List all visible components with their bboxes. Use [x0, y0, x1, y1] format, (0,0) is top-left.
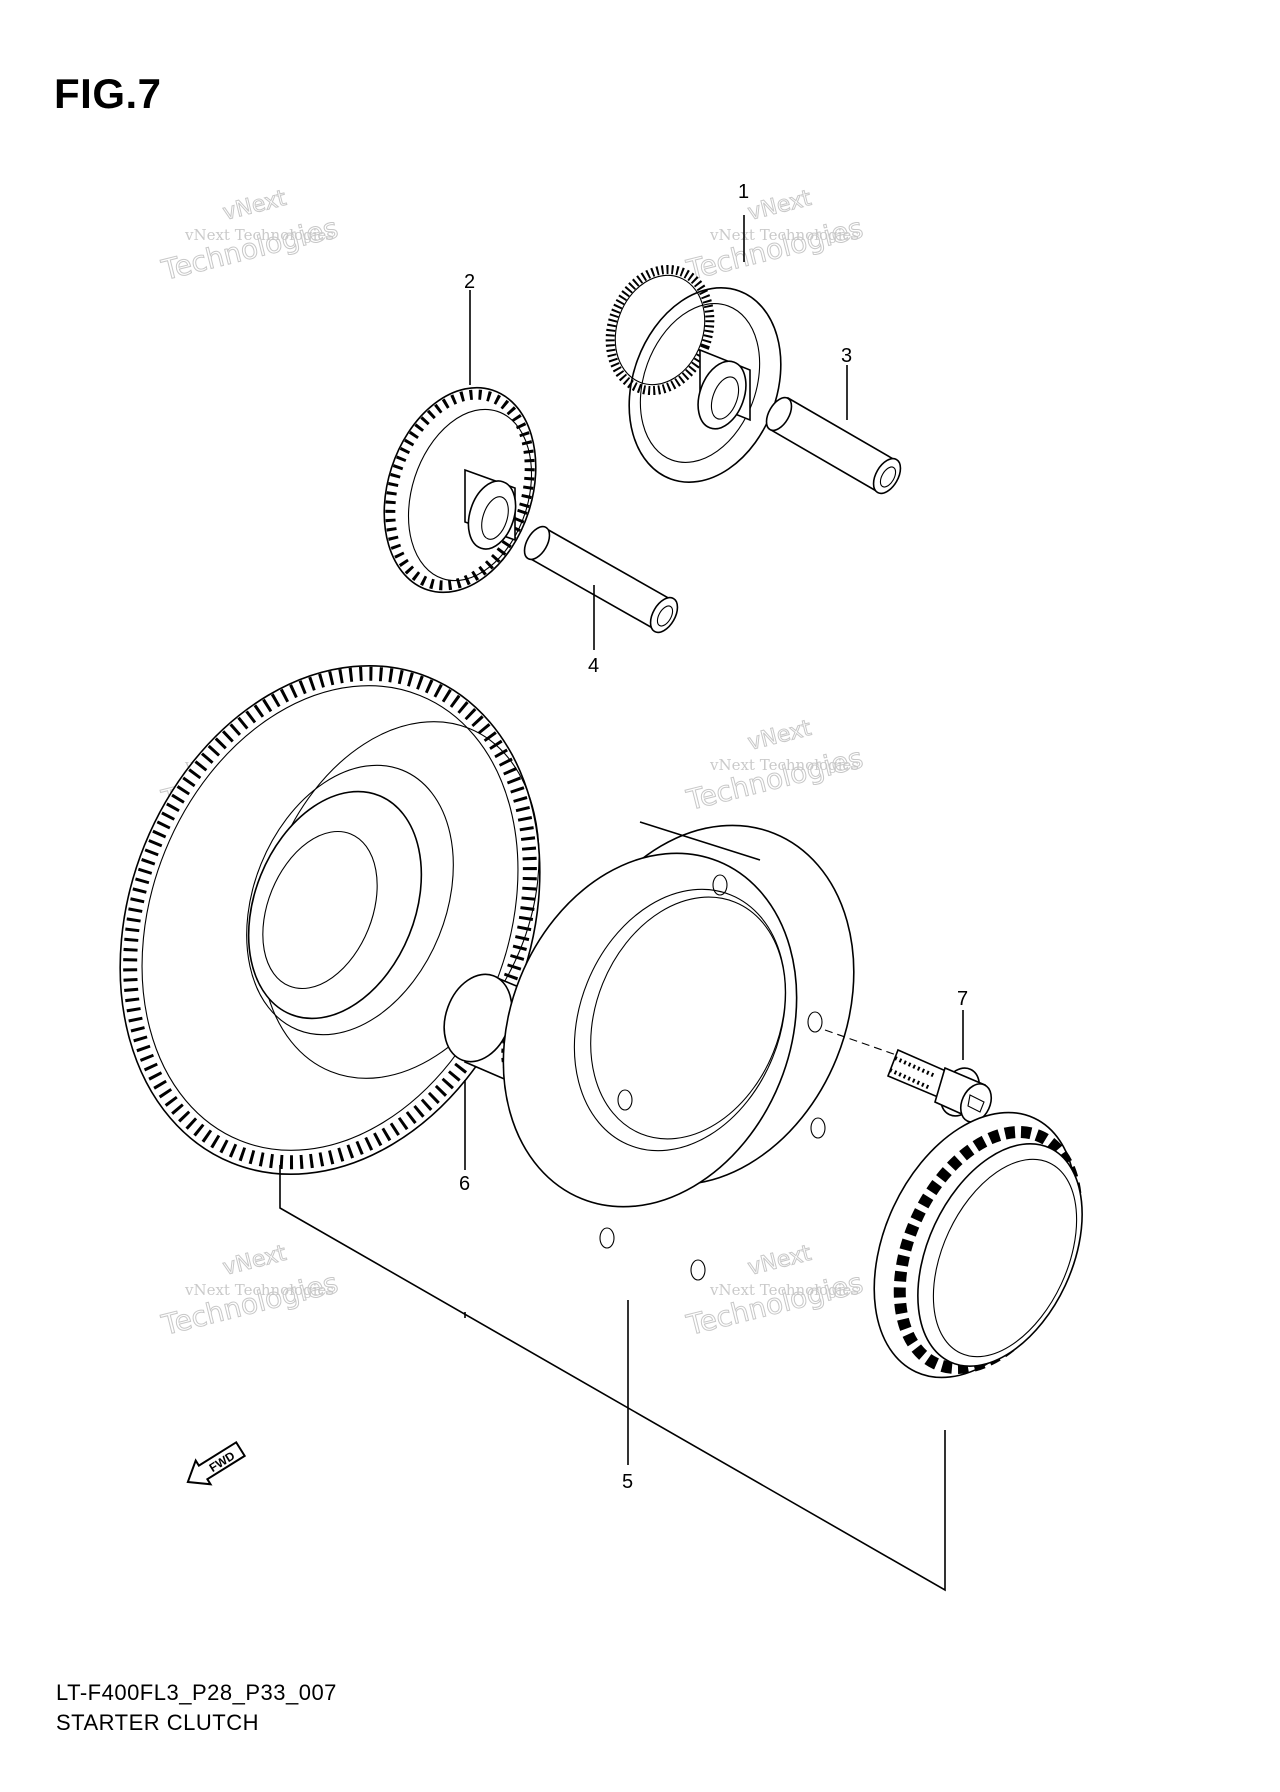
- svg-text:vNext: vNext: [220, 1241, 289, 1281]
- watermark: vNext vNext Technologies Technologies: [682, 185, 866, 287]
- svg-text:vNext Technologies: vNext Technologies: [709, 756, 859, 774]
- part-3-shaft: [765, 396, 902, 495]
- svg-text:vNext: vNext: [220, 186, 289, 226]
- callout-1: 1: [738, 181, 749, 203]
- svg-text:vNext Technologies: vNext Technologies: [709, 1281, 859, 1299]
- callout-2: 2: [464, 271, 475, 293]
- svg-text:Technologies: Technologies: [158, 1266, 341, 1342]
- one-way-clutch: [873, 1111, 1083, 1379]
- diagram-name: STARTER CLUTCH: [56, 1710, 259, 1735]
- svg-text:vNext Technologies: vNext Technologies: [184, 1281, 334, 1299]
- watermark: vNext vNext Technologies Technologies: [157, 185, 341, 287]
- svg-text:Technologies: Technologies: [683, 211, 866, 287]
- part-1-idle-gear: [605, 264, 782, 483]
- callouts: 1 2 3 4 5 6 7: [459, 181, 968, 1493]
- svg-text:vNext: vNext: [745, 1241, 814, 1281]
- part-2-gear: [383, 386, 537, 594]
- svg-text:Technologies: Technologies: [158, 211, 341, 287]
- watermark: vNext vNext Technologies Technologies: [682, 1240, 866, 1342]
- figure-title: FIG.7: [54, 70, 162, 117]
- leader-lines: [279, 215, 964, 1592]
- fwd-arrow-icon: FWD: [186, 1440, 247, 1486]
- part-4-shaft: [523, 525, 679, 634]
- watermark: vNext vNext Technologies Technologies: [682, 715, 866, 817]
- callout-7: 7: [957, 988, 968, 1010]
- callout-3: 3: [841, 345, 852, 367]
- watermark: vNext vNext Technologies Technologies: [157, 1240, 341, 1342]
- svg-text:vNext Technologies: vNext Technologies: [709, 226, 859, 244]
- svg-text:vNext: vNext: [745, 716, 814, 756]
- callout-6: 6: [459, 1173, 470, 1195]
- svg-text:Technologies: Technologies: [683, 741, 866, 817]
- svg-text:Technologies: Technologies: [683, 1266, 866, 1342]
- svg-text:vNext Technologies: vNext Technologies: [184, 226, 334, 244]
- part-5-clutch-housing: [502, 821, 855, 1281]
- callout-4: 4: [588, 655, 599, 677]
- callout-5: 5: [622, 1471, 633, 1493]
- diagram-code: LT-F400FL3_P28_P33_007: [56, 1680, 337, 1705]
- svg-text:vNext: vNext: [745, 186, 814, 226]
- part-7-bolt: [824, 1029, 993, 1123]
